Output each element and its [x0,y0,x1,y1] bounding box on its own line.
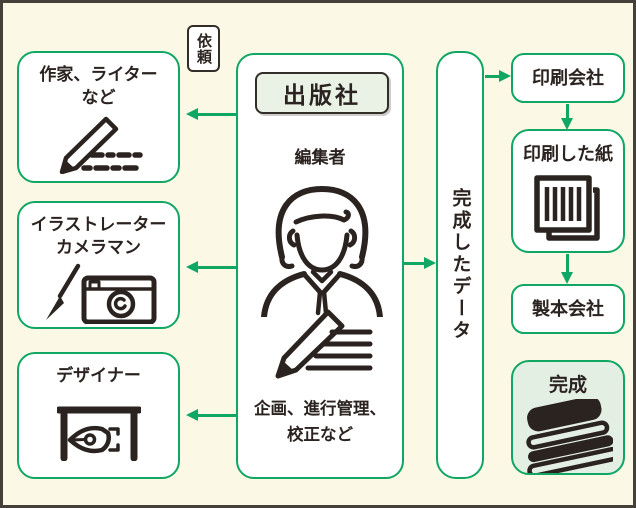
publisher-tasks: 企画、進行管理、校正など [238,397,402,448]
pencil-writing-icon [270,309,374,379]
binding-company-label: 製本会社 [532,298,604,319]
finished-data-pipe: 完成したデータ [436,51,484,479]
pencil-notes-icon [19,110,178,181]
book-stack-icon [513,398,623,473]
finished-label: 完成 [548,375,587,396]
printed-paper-icon [513,166,623,251]
arrowhead-down [561,272,573,284]
arrowhead-right [424,257,436,269]
arrow-shaft [198,112,236,116]
writers-box: 作家、ライターなど [17,51,180,183]
publisher-role: 編集者 [294,148,346,167]
arrow-shaft [198,265,236,269]
finished-box: 完成 [511,360,625,475]
illustrators-label-line1: イラストレーター [30,215,167,234]
print-company-label: 印刷会社 [532,67,604,88]
arrow-publisher-to-illustrators [186,260,236,274]
publisher-tasks-line1: 企画、進行管理、 [254,400,386,418]
binding-company-box: 製本会社 [511,284,625,334]
designer-label: デザイナー [56,365,141,388]
illustrators-box: イラストレーターカメラマン [17,201,180,329]
writers-label-line1: 作家、ライター [39,65,158,84]
arrow-shaft [485,74,499,78]
arrowhead-left [186,409,198,421]
print-company-box: 印刷会社 [511,53,625,103]
arrowhead-left [186,108,198,120]
illustrators-label-line2: カメラマン [55,237,141,257]
publisher-box: 出版社 編集者 [236,53,404,479]
designer-box: デザイナー [17,352,180,479]
pen-nib-board-icon [19,388,178,477]
request-tag-label: 依頼 [195,32,212,65]
arrow-paper-to-binding [560,254,574,284]
arrow-shaft [565,254,569,272]
brush-camera-icon [19,260,178,327]
finished-data-label: 完成したデータ [449,188,471,342]
editor-person-icon [257,181,387,317]
arrowhead-right [499,70,511,82]
arrow-shaft [404,261,424,265]
printed-paper-box: 印刷した紙 [511,129,625,253]
printed-paper-label: 印刷した紙 [523,144,613,164]
request-tag: 依頼 [187,25,220,72]
arrow-shaft [565,104,569,118]
illustrators-label: イラストレーターカメラマン [31,214,167,260]
arrow-publisher-to-writers [186,107,236,121]
publisher-title: 出版社 [255,72,389,114]
arrow-print-company-to-paper [560,104,574,130]
arrowhead-down [561,118,573,130]
arrow-publisher-to-data [404,256,436,270]
arrow-shaft [198,413,236,417]
publisher-tasks-line2: 校正など [287,425,353,444]
arrow-data-to-print-company [485,69,511,83]
writers-label-line2: など [81,87,116,107]
arrowhead-left [186,261,198,273]
writers-label: 作家、ライターなど [39,64,157,110]
designer-label-line1: デザイナー [56,366,141,385]
arrow-publisher-to-designer [186,408,236,422]
